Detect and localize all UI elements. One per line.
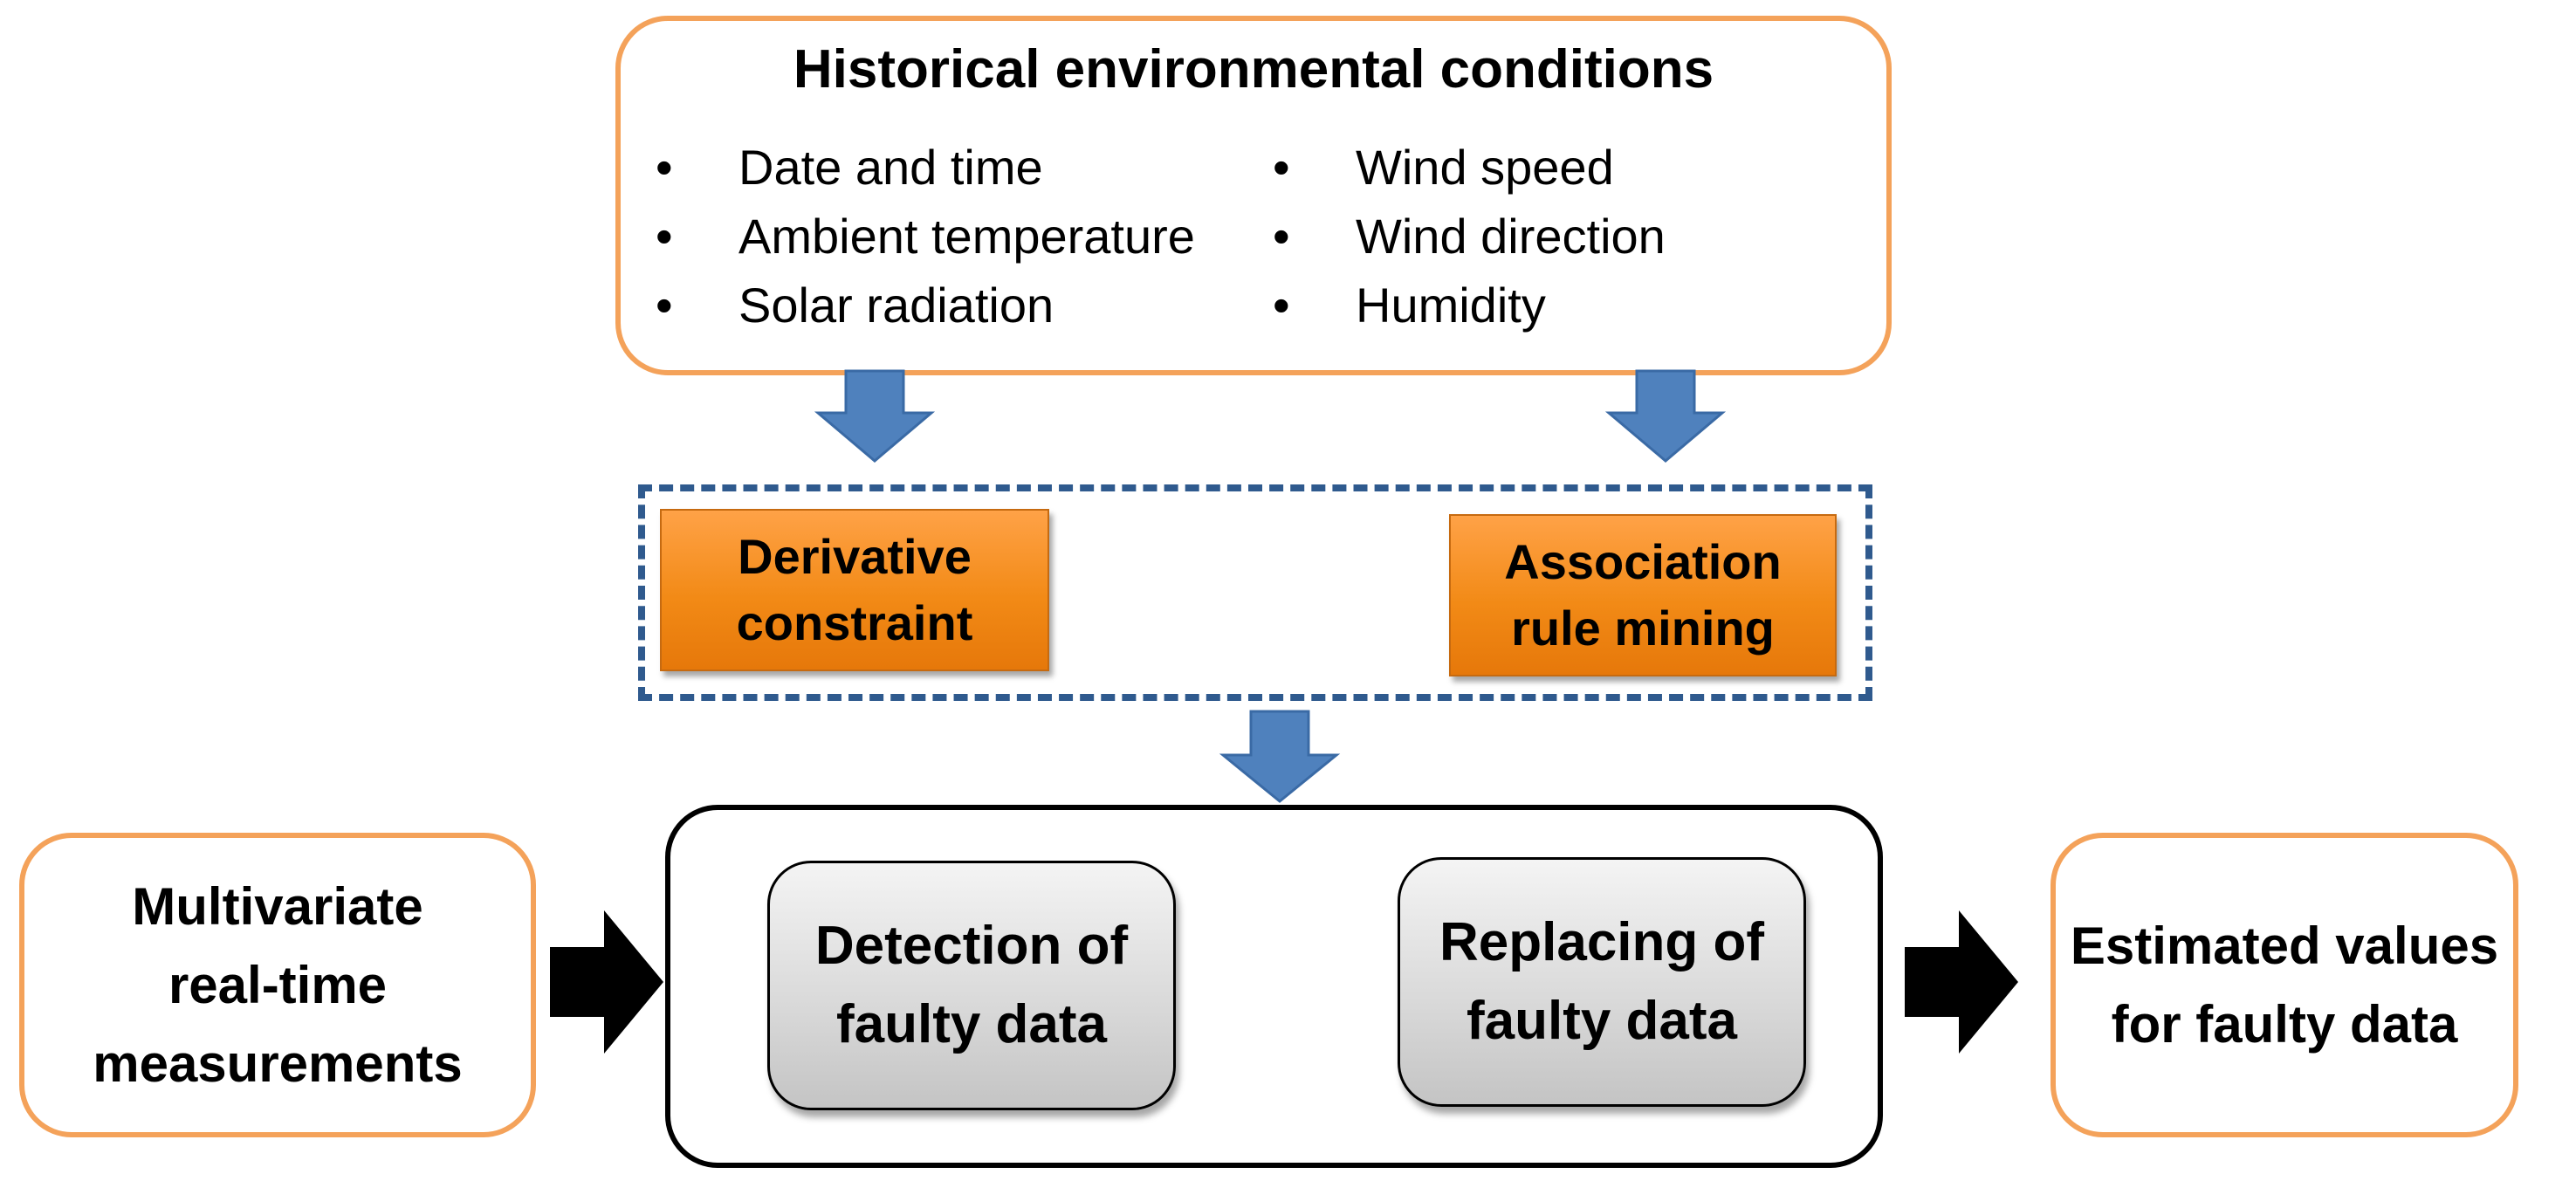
inputs-line-3: measurements <box>93 1033 463 1093</box>
association-line-2: rule mining <box>1511 601 1775 656</box>
detection-line-2: faulty data <box>835 994 1108 1054</box>
association-line-1: Association <box>1504 534 1782 589</box>
replacing-line-1: Replacing of <box>1439 912 1765 972</box>
list-item: •Ambient temperature <box>656 209 1195 264</box>
replacing-line-2: faulty data <box>1466 991 1738 1051</box>
list-item: •Wind speed <box>1273 140 1614 195</box>
historical-conditions-title: Historical environmental conditions <box>793 39 1714 100</box>
inputs-line-2: real-time <box>168 955 388 1014</box>
detection-line-1: Detection of <box>814 916 1129 976</box>
derivative-line-1: Derivative <box>738 529 972 584</box>
output-line-2: for faulty data <box>2111 994 2458 1054</box>
historical-conditions-box: Historical environmental conditions •Dat… <box>615 16 1892 375</box>
derivative-line-2: constraint <box>736 595 973 650</box>
estimated-values-box: Estimated values for faulty data <box>2050 833 2518 1137</box>
association-rule-mining-box: Association rule mining <box>1449 514 1837 676</box>
realtime-measurements-box: Multivariate real-time measurements <box>19 833 536 1137</box>
right-arrow-right-icon <box>1905 910 2018 1054</box>
list-item: •Wind direction <box>1273 209 1666 264</box>
down-arrow-right-icon <box>1604 369 1727 463</box>
replacing-faulty-data-box: Replacing of faulty data <box>1398 857 1806 1107</box>
down-arrow-center-icon <box>1219 710 1341 803</box>
right-arrow-left-icon <box>550 910 663 1054</box>
historical-left-list: •Date and time •Ambient temperature •Sol… <box>656 133 1195 340</box>
inputs-line-1: Multivariate <box>132 876 423 936</box>
output-line-1: Estimated values <box>2070 916 2499 975</box>
list-item: •Solar radiation <box>656 278 1054 333</box>
historical-right-list: •Wind speed •Wind direction •Humidity <box>1273 133 1666 340</box>
list-item: •Date and time <box>656 140 1043 195</box>
derivative-constraint-box: Derivative constraint <box>660 509 1049 671</box>
down-arrow-left-icon <box>814 369 936 463</box>
methods-dashed-container <box>638 484 1872 701</box>
detection-faulty-data-box: Detection of faulty data <box>767 861 1176 1110</box>
list-item: •Humidity <box>1273 278 1546 333</box>
